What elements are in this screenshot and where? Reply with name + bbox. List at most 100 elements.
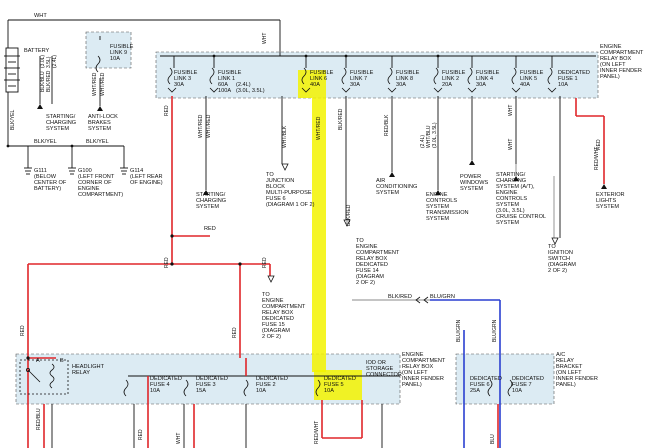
label-blugrn-v1: BLU/GRN xyxy=(456,319,462,342)
label-fl1-line-2: LINK 1 xyxy=(218,76,235,82)
label-iod-line-3: CONNECTOR xyxy=(366,372,402,378)
label-bot-blu: BLU xyxy=(490,434,496,444)
label-exterior-line-1: EXTERIOR xyxy=(596,192,625,198)
highlight-wht-red-wire xyxy=(312,98,326,372)
headlight-relay-icon xyxy=(19,359,69,395)
label-wht-top: WHT xyxy=(34,13,47,19)
label-junction-line-3: BLOCK xyxy=(266,184,285,190)
label-df5-line-1: DEDICATED xyxy=(324,376,356,382)
label-fl2-line-1: FUSIBLE xyxy=(442,70,466,76)
black-wires xyxy=(7,19,596,448)
label-g111-line-3: CENTER OF xyxy=(34,180,67,186)
label-fl5-line-3: 40A xyxy=(520,82,530,88)
label-df6-line-2: FUSE 6 xyxy=(470,382,490,388)
label-whtred-c: WHT/RED xyxy=(316,116,322,140)
label-fl5-line-1: FUSIBLE xyxy=(520,70,544,76)
label-fl1-line-3: 60A xyxy=(218,82,228,88)
label-red-v-left: RED xyxy=(164,105,170,116)
label-wht-right: WHT xyxy=(508,105,514,116)
label-starting-right-line-3: SYSTEM (A/T), xyxy=(496,184,535,190)
label-antilock-line-1: ANTI-LOCK xyxy=(88,114,118,120)
label-df5-line-2: FUSE 5 xyxy=(324,382,344,388)
label-fuse14-line-1: TO xyxy=(356,238,364,244)
label-relay-box-top-line-2: COMPARTMENT xyxy=(600,50,644,56)
label-bat-wire-a-line-1: (3.0L) xyxy=(40,55,46,68)
label-antilock-line-3: SYSTEM xyxy=(88,126,111,132)
label-iod-line-2: STORAGE xyxy=(366,366,394,372)
relay-box-top xyxy=(155,51,599,99)
label-grn-wire-line-2: WHT/BLU xyxy=(426,125,432,148)
label-relay-box-top-line-5: INNER FENDER xyxy=(600,68,642,74)
label-bot-redwht: RED/WHT xyxy=(314,421,320,444)
label-fl9-line-2: LINK 9 xyxy=(110,50,127,56)
label-fuse15-line-7: (DIAGRAM xyxy=(262,328,290,334)
label-fl8-line-2: LINK 8 xyxy=(396,76,413,82)
label-fuse15-line-8: 2 OF 2) xyxy=(262,334,281,340)
label-conn-b: B xyxy=(60,358,64,364)
label-g114-line-3: OF ENGINE) xyxy=(130,180,163,186)
label-g111-line-1: G111 xyxy=(34,168,47,174)
label-wht-right2: WHT xyxy=(508,139,514,150)
label-starting-right-line-1: STARTING/ xyxy=(496,172,526,178)
label-fl3-line-1: FUSIBLE xyxy=(174,70,198,76)
battery-icon xyxy=(4,47,20,93)
label-g100-line-5: COMPARTMENT) xyxy=(78,192,123,198)
label-iod-line-1: IOD OR xyxy=(366,360,386,366)
label-redblk: RED/BLK xyxy=(384,114,390,136)
label-df7-line-3: 10A xyxy=(512,388,522,394)
label-fl3-line-3: 30A xyxy=(174,82,184,88)
label-fl7-line-3: 30A xyxy=(350,82,360,88)
label-fl9-line-3: 10A xyxy=(110,56,120,62)
label-starting-left-line-3: SYSTEM xyxy=(46,126,69,132)
label-starting-right-line-6: SYSTEM xyxy=(496,202,519,208)
label-battery: BATTERY xyxy=(24,48,50,54)
label-starting-right-line-2: CHARGING xyxy=(496,178,526,184)
label-fl3-line-2: LINK 3 xyxy=(174,76,191,82)
label-df6-line-3: 25A xyxy=(470,388,480,394)
label-red-v-left3: RED xyxy=(20,325,26,336)
label-ac-relay-line-4: (ON LEFT xyxy=(556,370,582,376)
label-df5-line-3: 10A xyxy=(324,388,334,394)
label-fl9-line-1: FUSIBLE xyxy=(110,44,134,50)
label-starting-left-line-2: CHARGING xyxy=(46,120,76,126)
label-fl4-line-2: LINK 4 xyxy=(476,76,493,82)
label-red-v-mid2: RED xyxy=(232,327,238,338)
label-relay-box-top-line-1: ENGINE xyxy=(600,44,622,50)
label-df1-line-2: FUSE 1 xyxy=(558,76,578,82)
connector-chevrons xyxy=(167,87,559,304)
label-fuse14-line-2: ENGINE xyxy=(356,244,378,250)
label-g100-line-2: (LEFT FRONT xyxy=(78,174,115,180)
ac-relay-bracket-box xyxy=(455,353,555,405)
label-df2-line-2: FUSE 2 xyxy=(256,382,276,388)
label-df2-line-3: 10A xyxy=(256,388,266,394)
load-arrows xyxy=(37,104,607,195)
label-g111-line-4: BATTERY) xyxy=(34,186,61,192)
label-df2-line-1: DEDICATED xyxy=(256,376,288,382)
label-bat-wire-b-line-1: BLK/BLU xyxy=(40,71,46,92)
label-fl8-line-3: 30A xyxy=(396,82,406,88)
label-starting-right-line-9: SYSTEM xyxy=(496,220,519,226)
label-grn-wire-line-1: (2.4L) xyxy=(420,135,426,148)
label-fl1-line-4: 100A xyxy=(218,88,231,94)
label-whtred-b: WHT/RED xyxy=(206,114,212,138)
label-fuse15-line-3: COMPARTMENT xyxy=(262,304,306,310)
label-air-line-3: SYSTEM xyxy=(376,190,399,196)
label-blkred-h: BLK/RED xyxy=(388,294,412,300)
label-antilock-line-2: BRAKES xyxy=(88,120,111,126)
label-fl1-note-line-2: (3.0L, 3.5L) xyxy=(236,88,265,94)
label-starting-mid-line-3: SYSTEM xyxy=(196,204,219,210)
label-fuse15-line-5: DEDICATED xyxy=(262,316,294,322)
label-engine-ctrl-line-2: CONTROLS xyxy=(426,198,457,204)
label-conn-a: A xyxy=(36,358,40,364)
label-junction-line-4: MULTI-PURPOSE xyxy=(266,190,312,196)
label-power-windows-line-3: SYSTEM xyxy=(460,186,483,192)
label-engine-ctrl-line-1: ENGINE xyxy=(426,192,448,198)
label-df4-line-3: 10A xyxy=(150,388,160,394)
label-blugrn-v2: BLU/GRN xyxy=(492,319,498,342)
label-relay-box-bottom-line-3: RELAY BOX xyxy=(402,364,433,370)
connector-markers xyxy=(6,54,440,360)
label-starting-right-line-8: CRUISE CONTROL xyxy=(496,214,546,220)
label-relay-box-bottom-line-2: COMPARTMENT xyxy=(402,358,446,364)
label-relay-box-bottom-line-1: ENGINE xyxy=(402,352,424,358)
